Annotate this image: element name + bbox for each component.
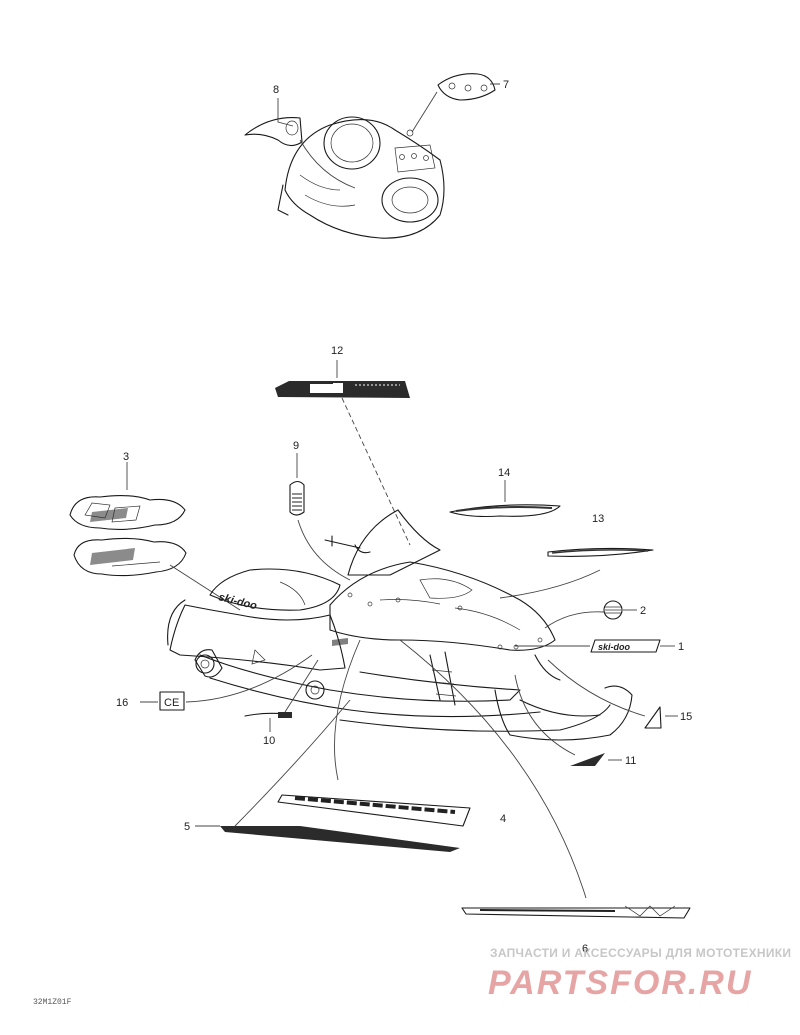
side-ski-doo-text: ski-doo — [217, 591, 258, 612]
watermark: ЗАПЧАСТИ И АКСЕССУАРЫ ДЛЯ МОТОТЕХНИКИ PA… — [488, 946, 791, 1002]
callout-14: 14 — [498, 467, 510, 479]
decal-9 — [289, 453, 351, 581]
callout-7: 7 — [503, 79, 509, 91]
snowmobile-body: ski-doo — [167, 509, 633, 741]
decal-ski-doo-text: ski-doo — [598, 642, 631, 652]
reference-code: 32M1Z01F — [33, 998, 72, 1007]
decal-12 — [275, 360, 411, 546]
decal-15-11 — [514, 659, 678, 766]
callout-2: 2 — [640, 605, 646, 617]
callout-1: 1 — [678, 641, 684, 653]
decal-3 — [69, 462, 241, 611]
callout-6: 6 — [582, 943, 588, 955]
callout-5: 5 — [184, 821, 190, 833]
decal-16-10: CE — [140, 654, 319, 732]
watermark-tagline: ЗАПЧАСТИ И АКСЕССУАРЫ ДЛЯ МОТОТЕХНИКИ — [490, 946, 791, 960]
watermark-brand: PARTSFOR.RU — [488, 964, 752, 1002]
callout-3: 3 — [123, 451, 129, 463]
callout-13: 13 — [592, 513, 604, 525]
decal-4-5-6 — [195, 639, 691, 919]
console-assembly — [244, 73, 500, 239]
decal-14-13 — [449, 480, 654, 599]
ce-mark-text: CE — [164, 697, 179, 709]
callout-15: 15 — [680, 711, 692, 723]
callout-labels: 1 2 3 4 5 6 7 8 9 10 11 12 13 14 15 16 — [116, 79, 692, 955]
callout-8: 8 — [273, 84, 279, 96]
callout-12: 12 — [331, 345, 343, 357]
callout-10: 10 — [263, 735, 275, 747]
decal-1-2: ski-doo — [515, 600, 675, 653]
callout-16: 16 — [116, 697, 128, 709]
callout-11: 11 — [625, 755, 636, 767]
callout-9: 9 — [293, 440, 299, 452]
callout-4: 4 — [500, 813, 506, 825]
